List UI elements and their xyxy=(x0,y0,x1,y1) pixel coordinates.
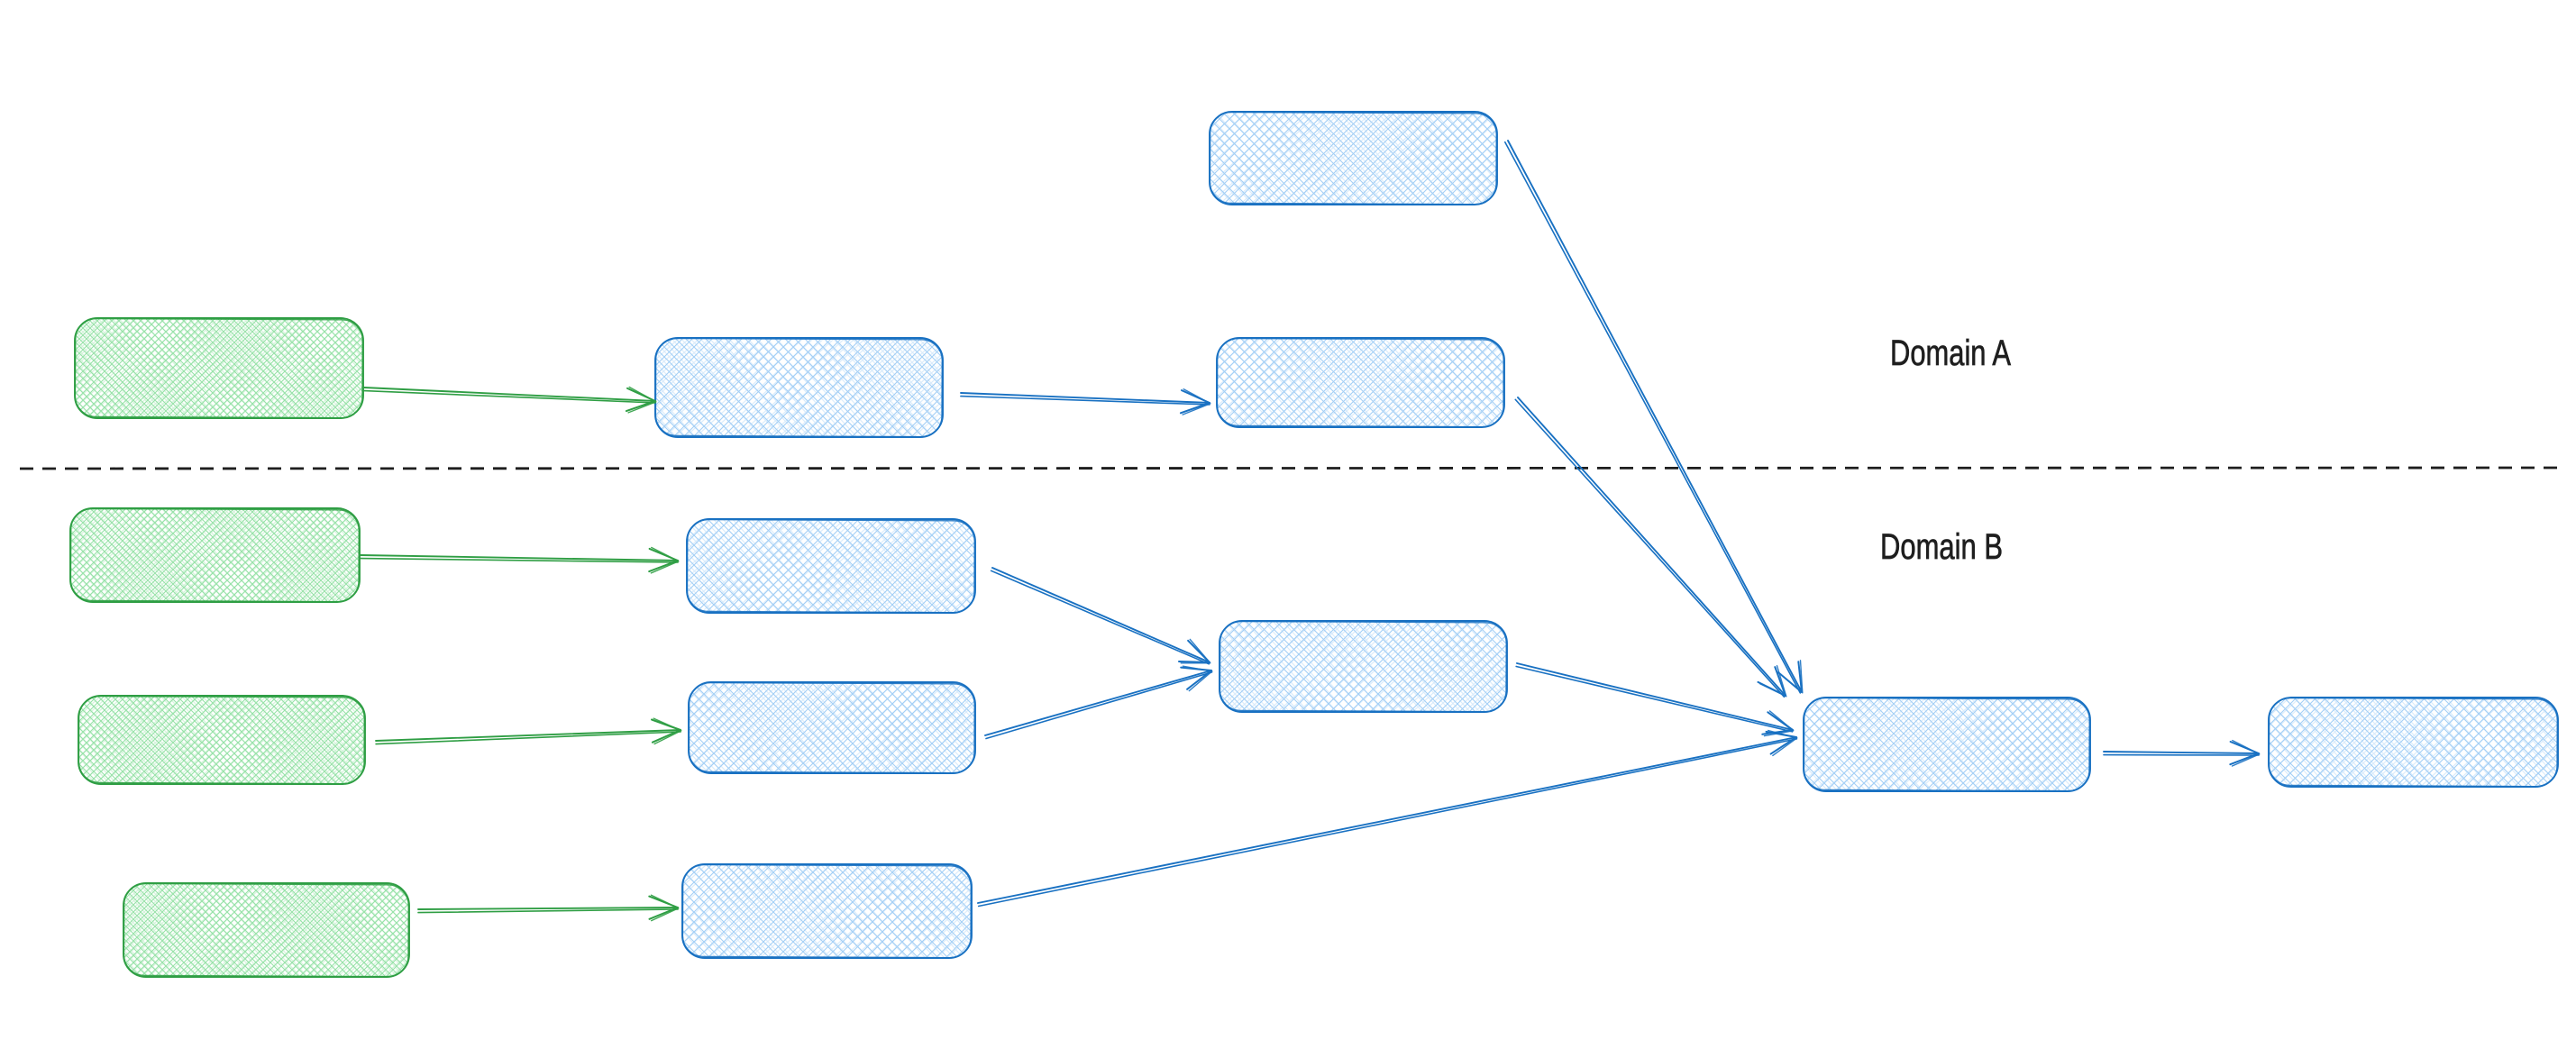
svg-text:Domain B: Domain B xyxy=(1880,527,2003,567)
svg-text:Domain A: Domain A xyxy=(1890,333,2011,373)
